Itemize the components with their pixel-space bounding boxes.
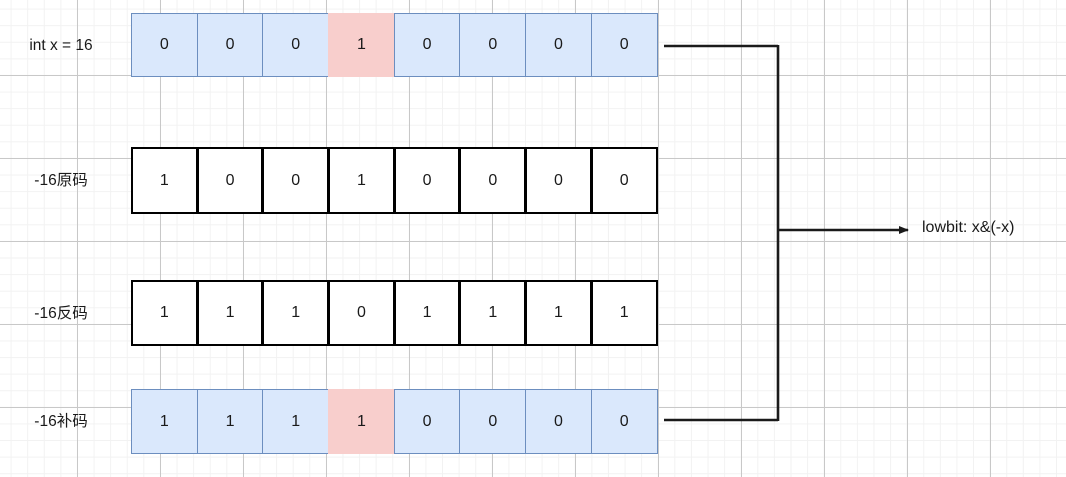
bit-cell: 1	[328, 13, 395, 77]
bit-cell: 0	[459, 13, 527, 77]
bit-cell: 0	[525, 389, 592, 454]
row-label-ones-complement: -16反码	[34, 305, 88, 322]
lowbit-formula-label: lowbit: x&(-x)	[922, 219, 1015, 236]
row-label-twos-complement: -16补码	[34, 413, 88, 430]
bit-cell: 0	[262, 13, 330, 77]
bit-cell: 0	[196, 147, 264, 214]
bit-cell: 1	[459, 280, 527, 346]
bit-cell: 0	[393, 389, 461, 454]
bit-cell: 0	[262, 147, 330, 214]
bit-cell: 0	[328, 280, 395, 346]
bit-cell: 0	[393, 13, 461, 77]
bit-cell: 1	[131, 147, 198, 214]
bit-cell: 1	[328, 389, 395, 454]
bit-cell: 0	[196, 13, 264, 77]
bit-cell: 0	[131, 13, 198, 77]
bit-cell: 0	[590, 389, 658, 454]
bit-cell: 1	[590, 280, 658, 346]
bit-cell: 1	[131, 280, 198, 346]
bit-cell: 0	[393, 147, 461, 214]
bit-cell: 0	[590, 13, 658, 77]
bit-cell: 1	[196, 389, 264, 454]
bit-cell: 1	[393, 280, 461, 346]
bit-cell: 1	[525, 280, 592, 346]
bit-cell: 0	[459, 389, 527, 454]
bit-cell: 0	[459, 147, 527, 214]
bit-cell: 1	[262, 280, 330, 346]
row-label-int-x: int x = 16	[29, 37, 93, 54]
bit-cell: 0	[590, 147, 658, 214]
bit-cell: 0	[525, 13, 592, 77]
row-label-sign-magnitude: -16原码	[34, 172, 88, 189]
bit-cell: 1	[131, 389, 198, 454]
bit-cell: 1	[328, 147, 395, 214]
bit-cell: 1	[196, 280, 264, 346]
bit-cell: 0	[525, 147, 592, 214]
bit-cell: 1	[262, 389, 330, 454]
